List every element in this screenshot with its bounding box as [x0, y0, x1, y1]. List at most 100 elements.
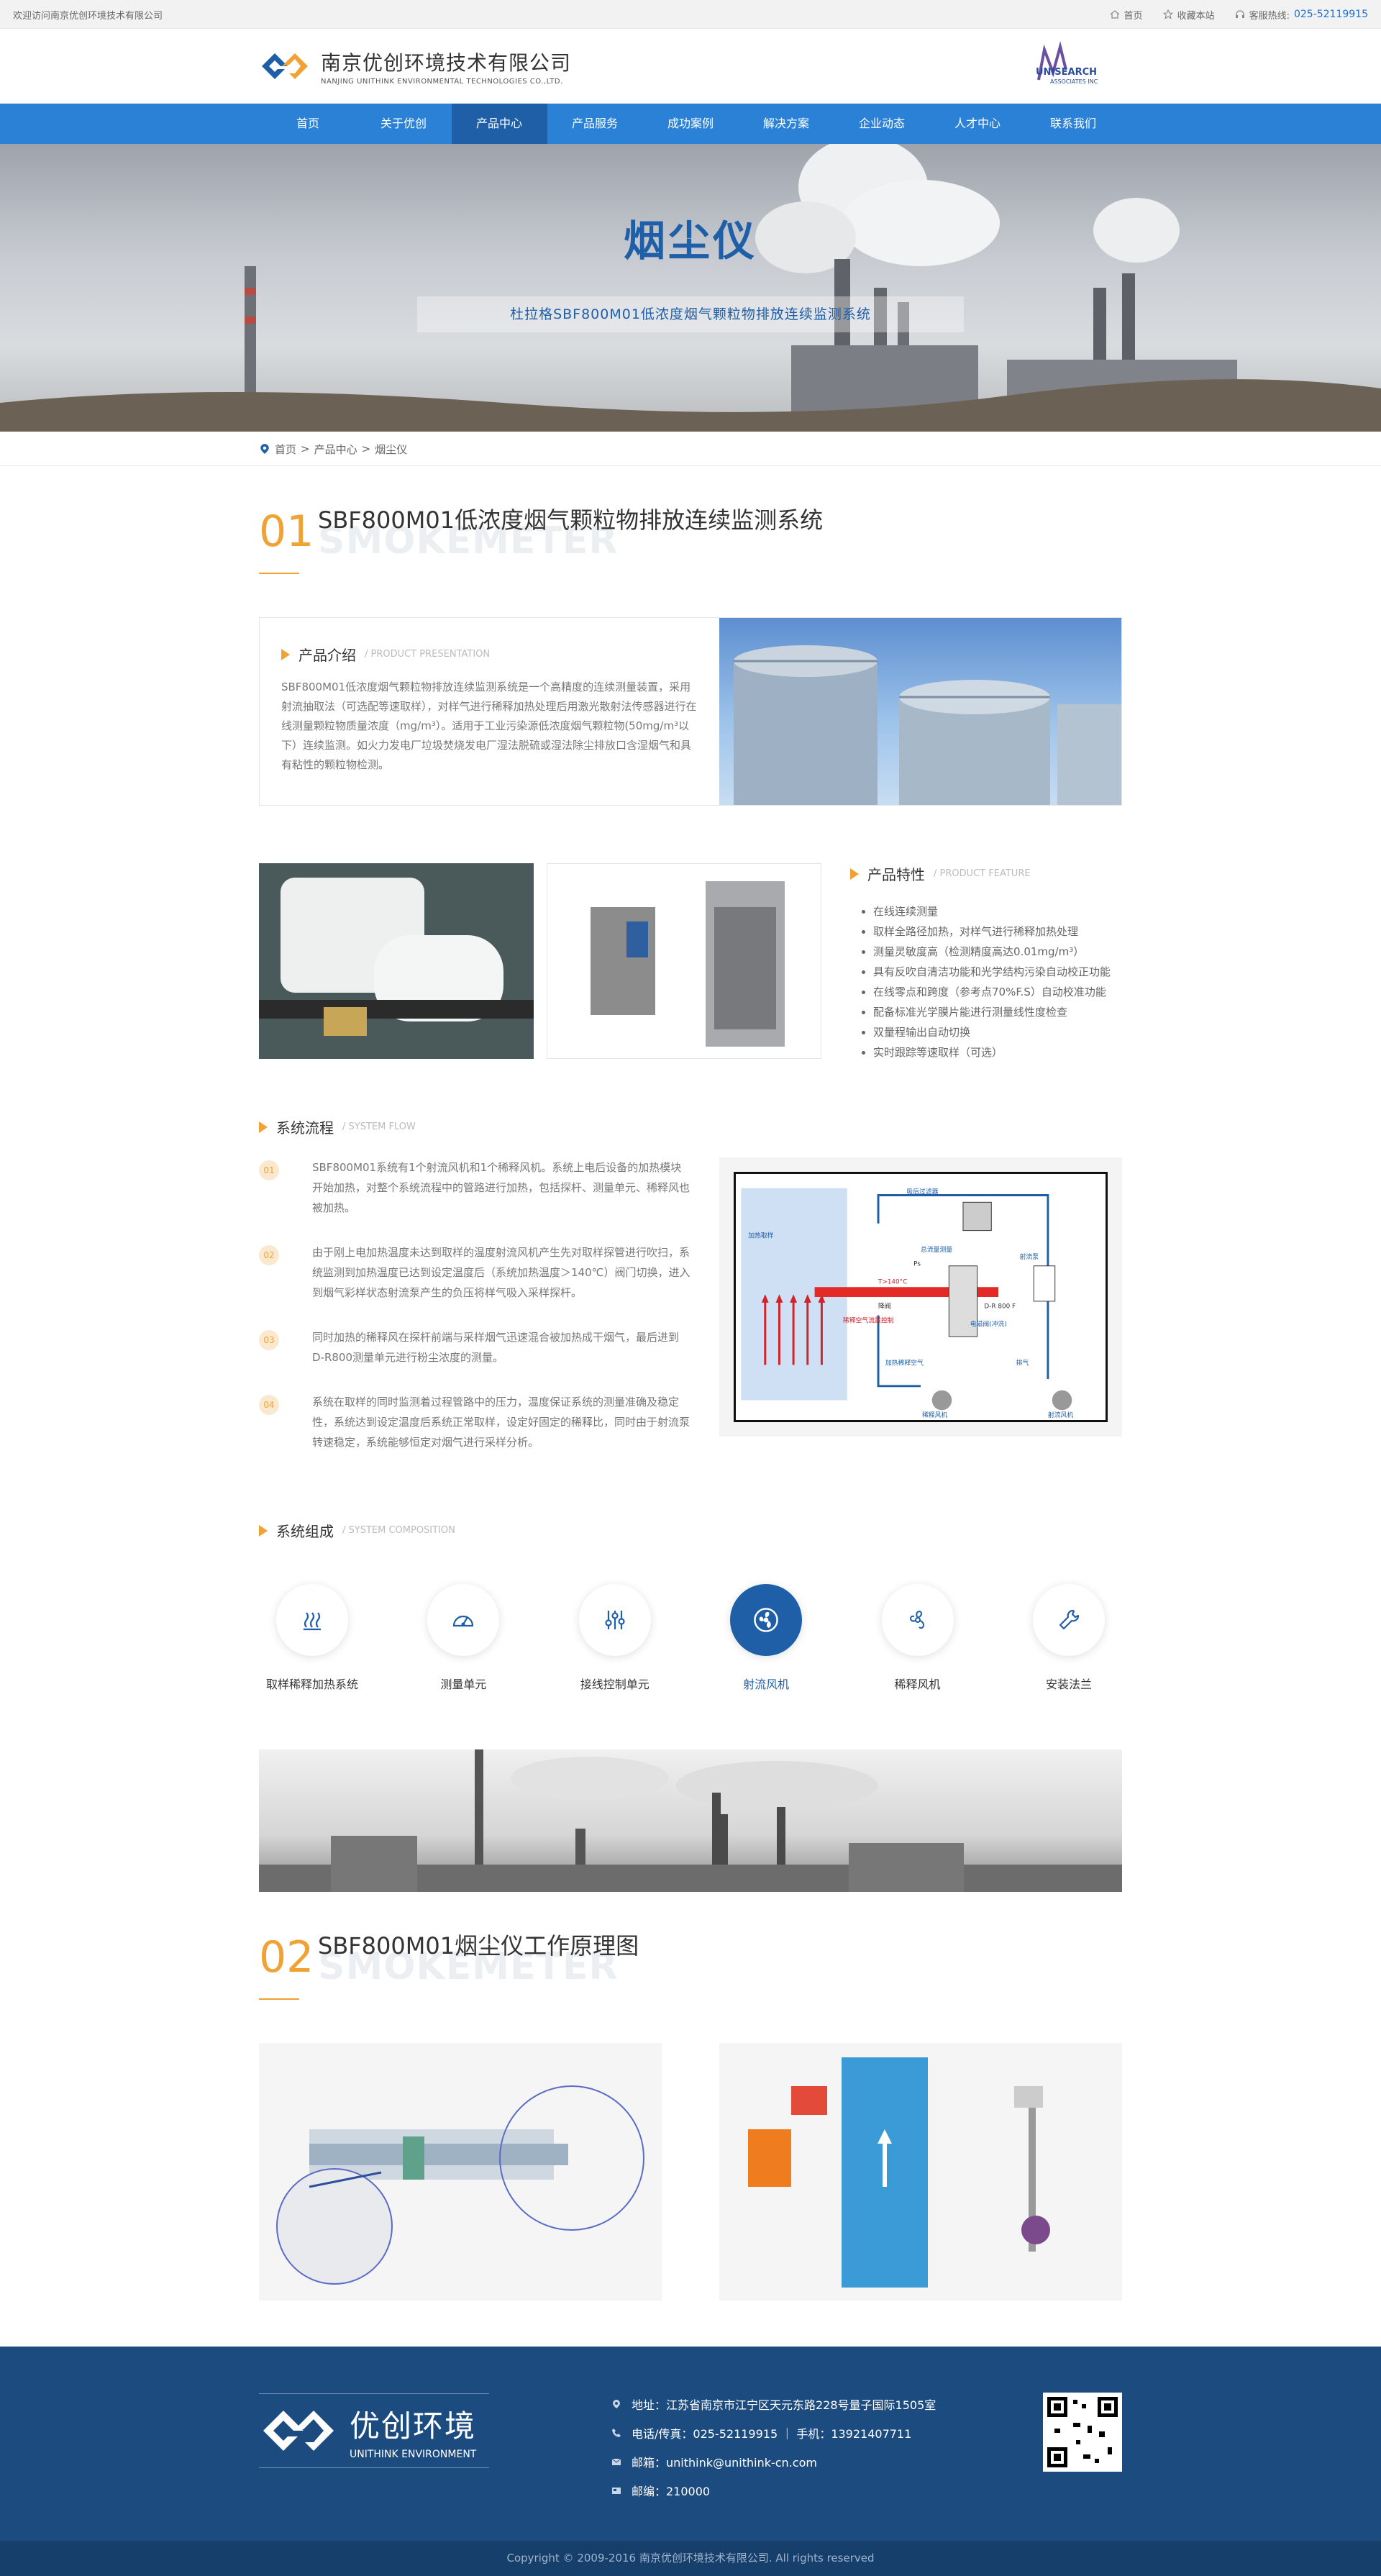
component-label: 安装法兰 [1045, 1678, 1092, 1691]
welcome-text: 欢迎访问南京优创环境技术有限公司 [13, 10, 163, 22]
diagram-label: 加热取样 [748, 1231, 773, 1239]
component-dilution-fan[interactable]: 稀释风机 [867, 1584, 968, 1692]
component-label: 取样稀释加热系统 [265, 1678, 358, 1691]
favorite-link[interactable]: 收藏本站 [1162, 8, 1215, 22]
factory-skyline-image [0, 144, 1381, 432]
star-icon [1162, 9, 1173, 19]
component-flange[interactable]: 安装法兰 [1018, 1584, 1119, 1692]
component-control-unit[interactable]: 接线控制单元 [565, 1584, 665, 1692]
equipment-photo-2 [547, 863, 821, 1059]
feature-item: 实时跟踪等速取样（可选） [873, 1042, 1111, 1062]
flow-title: 系统流程 [276, 1119, 334, 1137]
section-title: SBF800M01烟尘仪工作原理图 [318, 1932, 639, 1960]
storage-tanks-photo [719, 618, 1121, 805]
step-number: 02 [259, 1245, 279, 1265]
breadcrumb-home[interactable]: 首页 [275, 442, 297, 456]
diagram-label: 排气 [1016, 1358, 1029, 1367]
section-ghost-text: SMOKEMETER [318, 519, 619, 563]
nav-cases[interactable]: 成功案例 [667, 117, 714, 130]
component-measure-unit[interactable]: 测量单元 [413, 1584, 514, 1692]
step-number: 04 [259, 1395, 279, 1415]
diagram-label: T>140°C [878, 1278, 907, 1285]
component-jet-fan[interactable]: 射流风机 [716, 1584, 816, 1692]
postcode-icon [612, 2488, 621, 2494]
nav-services[interactable]: 产品服务 [571, 117, 618, 130]
copyright: Copyright © 2009-2016 南京优创环境技术有限公司. All … [0, 2541, 1381, 2576]
nav-about[interactable]: 关于优创 [380, 117, 427, 130]
section-heading: 02 SMOKEMETER SBF800M01烟尘仪工作原理图 [259, 1921, 1122, 2000]
product-intro: 产品介绍/ PRODUCT PRESENTATION SBF800M01低浓度烟… [259, 617, 1122, 806]
partner-name: UNISEARCH [1036, 67, 1098, 78]
banner-title: 烟尘仪 [623, 217, 757, 265]
system-composition: 系统组成/ SYSTEM COMPOSITION 取样稀释加热系统 测量单元 接… [259, 1520, 1122, 1692]
footer-email-text: 邮箱：unithink@unithink-cn.com [632, 2456, 817, 2470]
nav-home[interactable]: 首页 [296, 117, 319, 130]
home-link[interactable]: 首页 [1110, 8, 1143, 22]
section-product: 01 SMOKEMETER SBF800M01低浓度烟气颗粒物排放连续监测系统 … [259, 495, 1122, 2300]
component-sampling-heater[interactable]: 取样稀释加热系统 [262, 1584, 363, 1692]
step-text: 系统在取样的同时监测着过程管路中的压力，温度保证系统的测量准确及稳定性，系统达到… [312, 1396, 690, 1449]
favorite-link-label: 收藏本站 [1177, 10, 1215, 22]
unisearch-logo-icon [1037, 41, 1067, 81]
company-name-en: NANJING UNITHINK ENVIRONMENTAL TECHNOLOG… [321, 77, 563, 86]
section-heading: 01 SMOKEMETER SBF800M01低浓度烟气颗粒物排放连续监测系统 [259, 495, 1122, 574]
nav-contact[interactable]: 联系我们 [1049, 117, 1096, 130]
flow-title-en: / SYSTEM FLOW [342, 1121, 416, 1132]
home-link-label: 首页 [1124, 10, 1143, 22]
heat-icon [304, 1612, 321, 1631]
flow-heading: 系统流程 / SYSTEM FLOW [259, 1116, 1122, 1137]
diagram-label: 稀释空气流量控制 [843, 1316, 894, 1324]
composition-title-en: / SYSTEM COMPOSITION [342, 1525, 455, 1536]
nav-products[interactable]: 产品中心 [451, 104, 547, 144]
footer: 优创环境 UNITHINK ENVIRONMENT 地址：江苏省南京市江宁区天元… [0, 2347, 1381, 2541]
nav-news[interactable]: 企业动态 [858, 117, 905, 130]
partner-logo: UNISEARCH ASSOCIATES INC [1029, 41, 1122, 91]
section-underline [259, 573, 299, 574]
fan-jet-icon [754, 1608, 778, 1632]
triangle-icon [281, 648, 290, 660]
diagram-label: 射流风机 [1048, 1411, 1073, 1419]
site-logo[interactable]: 南京优创环境技术有限公司 NANJING UNITHINK ENVIRONMEN… [259, 47, 571, 86]
feature-item: 配备标准光学膜片能进行测量线性度检查 [873, 1002, 1111, 1022]
step-number: 03 [259, 1330, 279, 1350]
feature-item: 双量程输出自动切换 [873, 1022, 1111, 1042]
component-label: 测量单元 [440, 1678, 487, 1691]
section-number: 02 [259, 1932, 314, 1983]
qr-code [1043, 2393, 1122, 2472]
header: 南京优创环境技术有限公司 NANJING UNITHINK ENVIRONMEN… [0, 29, 1381, 104]
nav-careers[interactable]: 人才中心 [954, 117, 1001, 130]
partner-sub: ASSOCIATES INC [1050, 78, 1098, 85]
footer-brand-cn: 优创环境 [350, 2408, 477, 2444]
footer-email: 邮箱：unithink@unithink-cn.com [611, 2447, 936, 2476]
headset-icon [1235, 10, 1244, 18]
nav-solutions[interactable]: 解决方案 [762, 117, 809, 130]
diagram-label: D-R 800 F [984, 1303, 1016, 1311]
intro-heading: 产品介绍/ PRODUCT PRESENTATION [281, 644, 698, 665]
triangle-icon [259, 1524, 268, 1537]
diagram-label: 稀释风机 [922, 1411, 947, 1419]
topbar: 欢迎访问南京优创环境技术有限公司 首页 收藏本站 客服热线:025-521199… [0, 0, 1381, 29]
footer-logo[interactable]: 优创环境 UNITHINK ENVIRONMENT [259, 2393, 489, 2468]
features-title-en: / PRODUCT FEATURE [934, 868, 1031, 879]
component-label: 接线控制单元 [580, 1678, 650, 1691]
unithink-logo-icon [262, 53, 308, 79]
intro-title-en: / PRODUCT PRESENTATION [365, 649, 491, 660]
breadcrumb: 首页 > 产品中心 > 烟尘仪 [0, 432, 1381, 466]
footer-postcode: 邮编：210000 [611, 2476, 936, 2505]
footer-phone-text: 电话/传真：025-52119915 ｜ 手机：13921407711 [632, 2427, 912, 2441]
gauge-icon [453, 1615, 474, 1627]
step-text: SBF800M01系统有1个射流风机和1个稀释风机。系统上电后设备的加热模块开始… [312, 1161, 690, 1214]
hotline-number: 025-52119915 [1293, 9, 1368, 20]
feature-item: 测量灵敏度高（检测精度高达0.01mg/m³） [873, 942, 1111, 962]
wrench-icon [1059, 1609, 1080, 1630]
breadcrumb-products[interactable]: 产品中心 [314, 442, 357, 456]
step-text: 由于刚上电加热温度未达到取样的温度射流风机产生先对取样探管进行吹扫，系统监测到加… [312, 1246, 690, 1299]
flow-diagram: 吸后过滤器 总流量测量 Ps T>140°C 降阀 D-R 800 F 稀释空气… [719, 1157, 1122, 1437]
feature-item: 在线连续测量 [873, 901, 1111, 921]
component-label: 射流风机 [743, 1678, 790, 1691]
banner-subtitle: 杜拉格SBF800M01低浓度烟气颗粒物排放连续监测系统 [417, 296, 964, 332]
diagram-label: 射流泵 [1020, 1252, 1039, 1261]
company-name-cn: 南京优创环境技术有限公司 [321, 50, 572, 75]
